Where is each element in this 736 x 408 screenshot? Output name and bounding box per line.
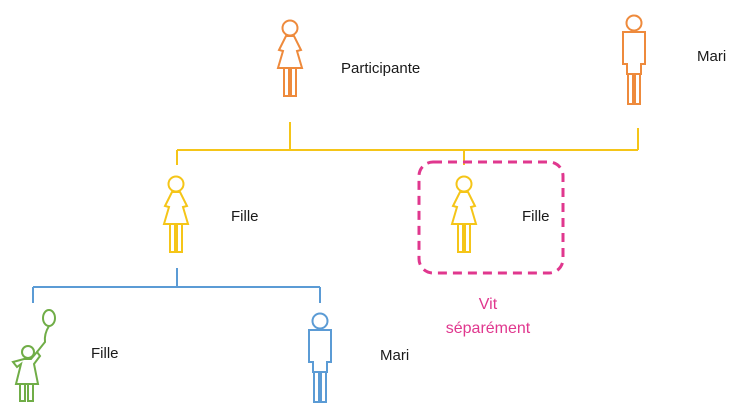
granddaughter-label: Fille	[91, 345, 119, 362]
daughter-left-label: Fille	[231, 208, 259, 225]
lives-separately-note: Vit séparément	[428, 293, 548, 341]
husband-top-label: Mari	[697, 48, 727, 65]
husband-man-icon	[622, 14, 646, 105]
note-line-1: Vit	[478, 296, 498, 313]
daughter-right-label: Fille	[522, 208, 550, 225]
family-connectors-bottom	[32, 268, 321, 303]
husband-bottom-label: Mari	[380, 347, 410, 364]
son-in-law-man-icon	[308, 312, 332, 403]
daughter-left-woman-icon	[163, 175, 189, 253]
participant-woman-icon	[277, 19, 303, 97]
family-connectors-top	[176, 122, 639, 165]
separate-household-box	[417, 160, 565, 275]
note-line-2: séparément	[445, 320, 531, 337]
participant-label: Participante	[341, 60, 421, 77]
daughter-right-woman-icon	[451, 175, 477, 253]
granddaughter-child-with-balloon-icon	[11, 309, 56, 402]
